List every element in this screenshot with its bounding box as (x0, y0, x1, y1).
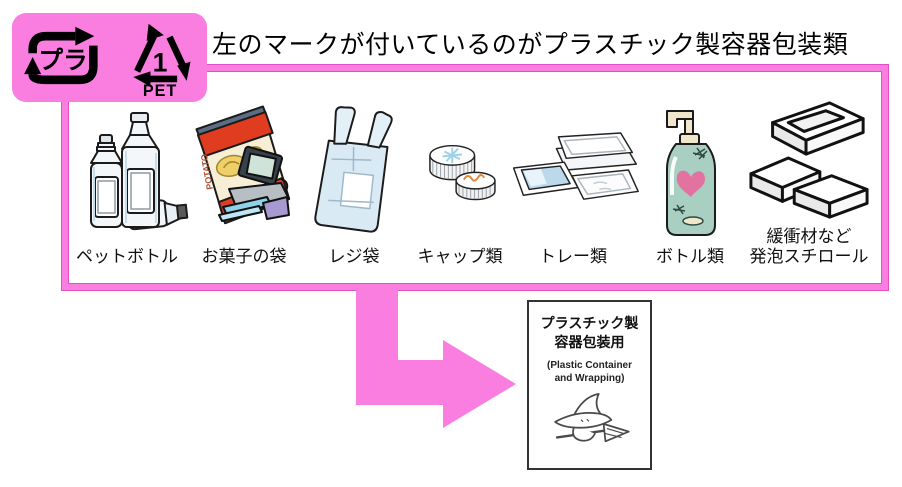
pet-mark-label: PET (142, 82, 176, 100)
snack-bag-illustration: POTATO (195, 105, 291, 225)
item-label: お菓子の袋 (201, 247, 287, 266)
shopping-bag-illustration (314, 106, 393, 233)
item-styrofoam: 緩衝材など 発泡スチロール (740, 95, 878, 267)
caps-illustration (429, 144, 496, 201)
headline-text: 左のマークが付いているのがプラスチック製容器包装類 (212, 31, 849, 59)
item-label: キャップ類 (417, 247, 503, 266)
item-pump-bottle: ボトル類 (644, 95, 736, 267)
item-label: トレー類 (539, 247, 607, 266)
item-label: ボトル類 (656, 247, 724, 266)
pump-bottle-illustration (666, 110, 716, 236)
item-pet-bottles: ペットボトル (68, 95, 188, 267)
styrofoam-illustration (749, 101, 869, 219)
flow-arrow (356, 287, 516, 428)
item-snack-bag: POTATO お菓子の袋 (188, 95, 300, 267)
card-subtitle-line2: and Wrapping) (554, 373, 625, 384)
item-label: 緩衝材など (766, 227, 852, 246)
item-shopping-bag: レジ袋 (298, 95, 410, 267)
card-title-line2: 容器包装用 (554, 334, 625, 350)
item-label-line2: 発泡スチロール (749, 247, 869, 266)
card-subtitle-line1: (Plastic Container (546, 360, 633, 371)
item-trays: トレー類 (506, 95, 640, 267)
pla-mark-text: プラ (38, 46, 87, 74)
pet-mark-number: 1 (152, 47, 167, 77)
item-label: レジ袋 (328, 247, 380, 266)
pet-bottles-illustration (89, 112, 188, 231)
pet-1-recycle-mark-icon: 1 PET (132, 23, 190, 100)
item-label: ペットボトル (76, 247, 178, 266)
plastic-recycle-mark-icon: プラ (23, 26, 98, 84)
witch-mascot-illustration (553, 392, 630, 443)
recycle-marks-badge: プラ 1 PET (12, 13, 207, 102)
destination-card: プラスチック製 容器包装用 (Plastic Container and Wra… (527, 300, 652, 470)
item-caps: キャップ類 (408, 95, 512, 267)
trays-illustration (512, 132, 639, 200)
card-title-line1: プラスチック製 (540, 315, 639, 331)
